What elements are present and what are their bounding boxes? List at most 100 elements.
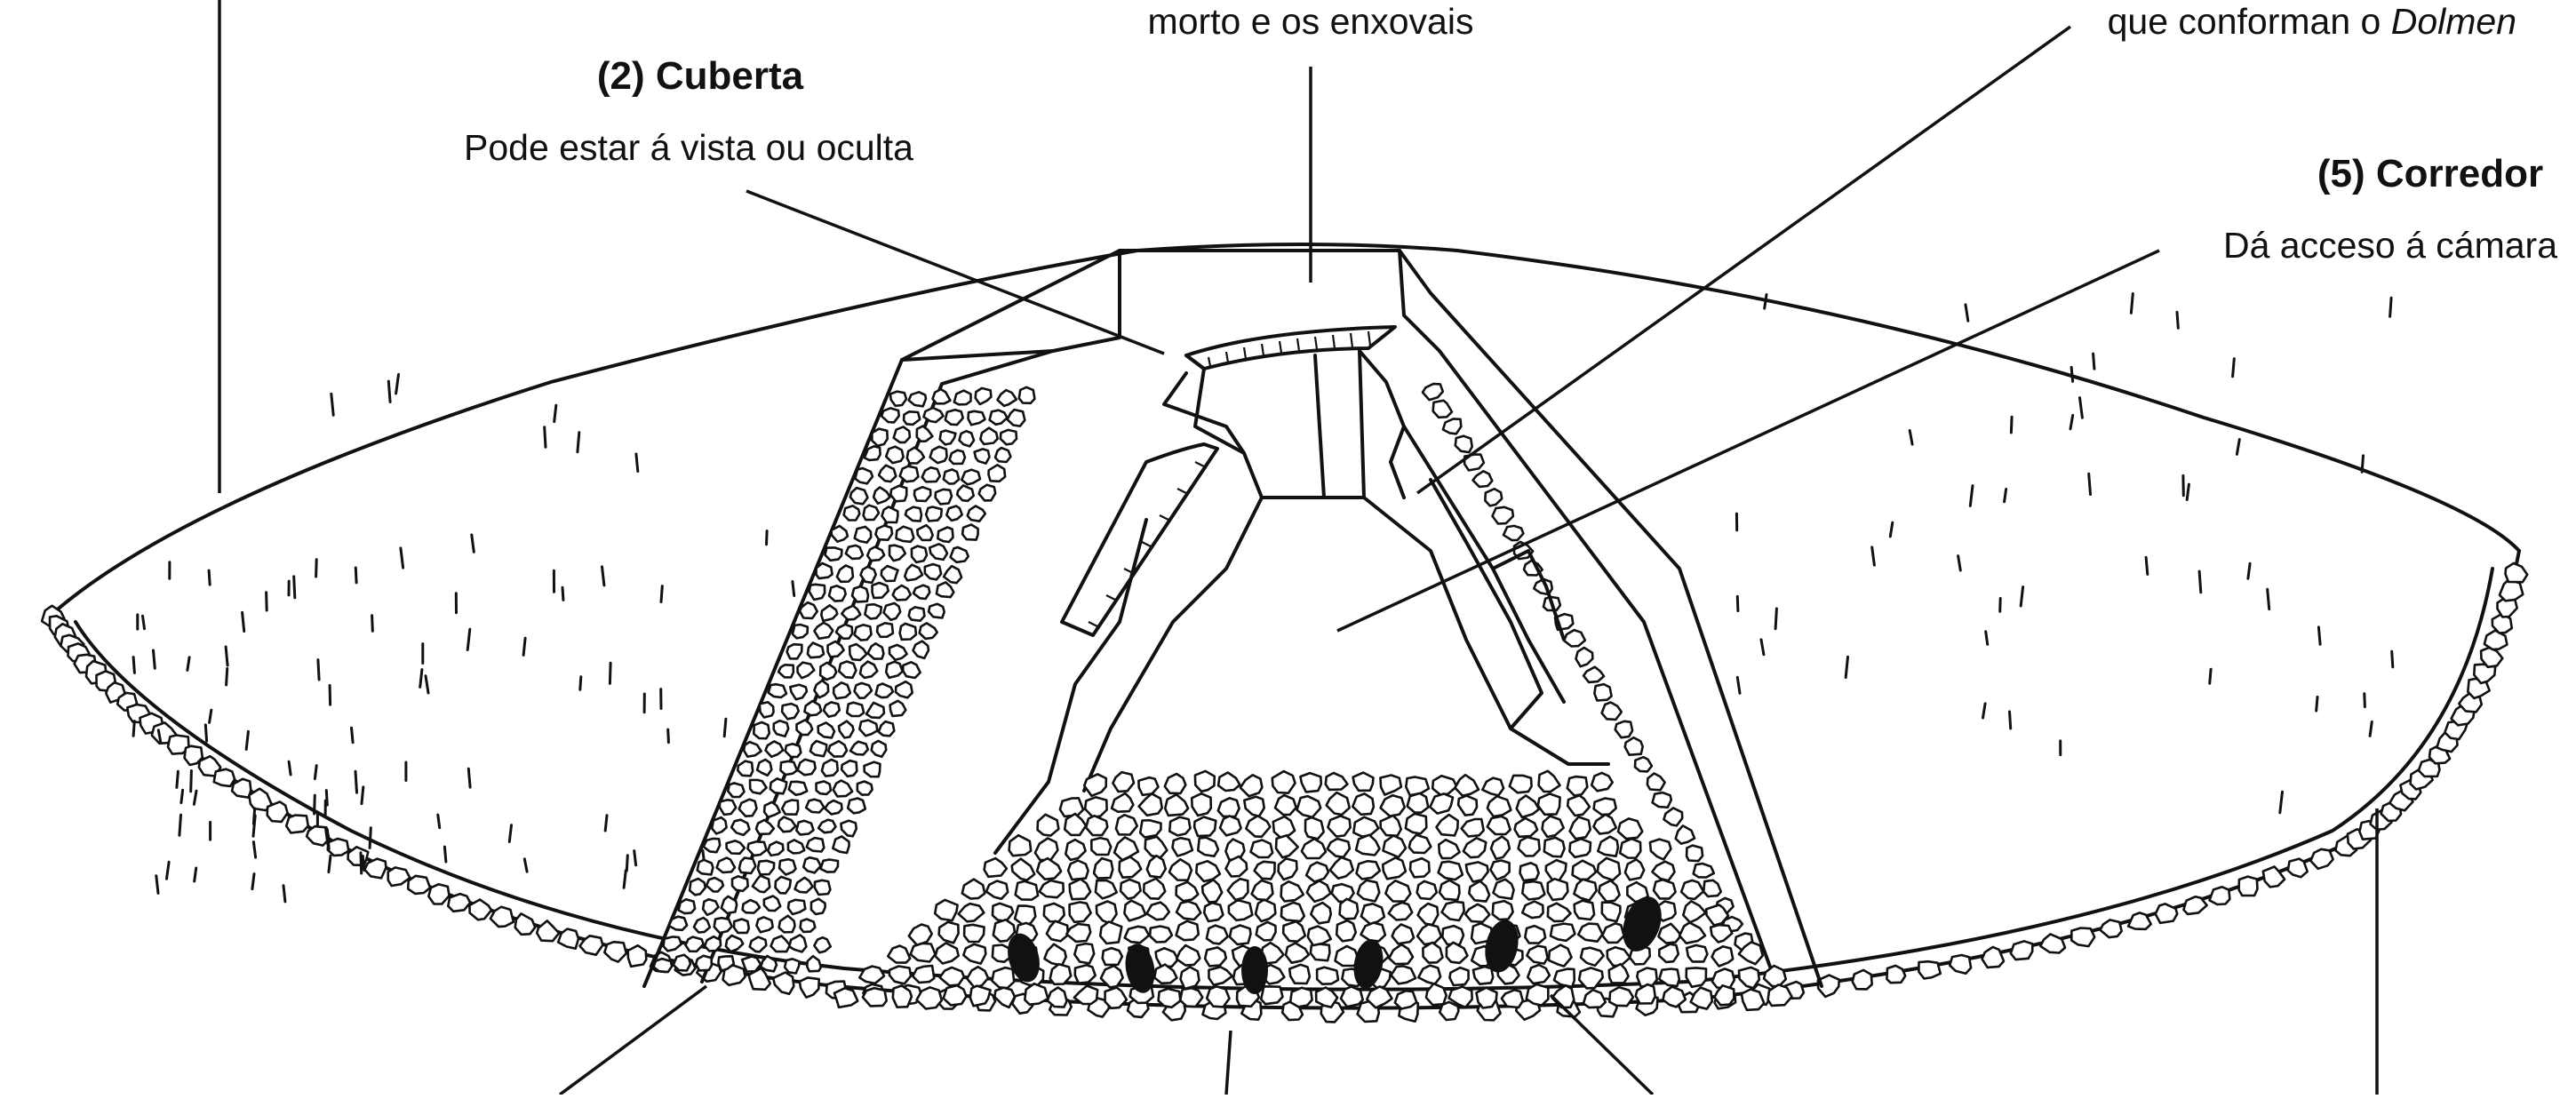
paving-stone [944, 985, 967, 1005]
paving-stone [1711, 925, 1732, 942]
paving-stone [1439, 840, 1459, 858]
paving-stone [1462, 819, 1484, 836]
paving-stone [1044, 904, 1065, 922]
grass-mark [289, 761, 291, 775]
cairn-stone [1564, 630, 1585, 646]
cairn-stone [913, 585, 929, 599]
cairn-stone [801, 920, 816, 932]
paving-stone [1625, 859, 1644, 880]
grass-mark [253, 808, 254, 824]
grass-mark [472, 535, 475, 552]
cairn-stone [1602, 703, 1622, 720]
paving-stone [1096, 880, 1117, 898]
cairn-stone [929, 604, 945, 618]
cairn-stone [1455, 436, 1472, 452]
cairn-stone [664, 936, 682, 951]
grass-mark [2392, 651, 2393, 667]
paving-stone [1124, 901, 1145, 921]
paving-stone [1341, 986, 1363, 1007]
cairn-stone [850, 488, 868, 504]
paving-stone [1525, 926, 1545, 944]
cairn-stone [734, 920, 749, 933]
ring-stone [2481, 648, 2502, 667]
cairn-stone [704, 839, 721, 852]
cairn-stone [1687, 846, 1703, 862]
paving-stone [1764, 966, 1786, 986]
paving-stone [1567, 776, 1588, 795]
grass-mark [195, 868, 196, 881]
grass-mark [283, 886, 285, 902]
paving-stone [1652, 862, 1674, 881]
paving-stone [1548, 904, 1571, 921]
grass-mark [1986, 632, 1988, 645]
paving-stone [1145, 837, 1168, 858]
cairn-stone [882, 506, 898, 522]
grass-mark [315, 766, 316, 779]
paving-stone [1609, 964, 1629, 983]
paving-stone [1510, 776, 1532, 792]
cairn-stone [817, 563, 833, 578]
paving-stone [1194, 817, 1216, 837]
cairn-stone [793, 625, 808, 638]
ring-stone [537, 920, 559, 941]
ring-stone [2288, 859, 2308, 878]
cairn-stone [940, 431, 956, 445]
grass-mark [329, 856, 331, 872]
cairn-stone [857, 782, 873, 795]
cairn-stone [912, 546, 927, 562]
grass-mark [602, 567, 604, 585]
label-corredor: (5) Corredor Dá acceso á cámara [2223, 152, 2557, 266]
paving-stone [1381, 795, 1405, 816]
paving-stone [1025, 984, 1048, 1005]
cairn-stone [976, 388, 992, 404]
grass-mark [634, 851, 636, 865]
cairn-stone [860, 662, 877, 678]
cairn-stone [924, 408, 944, 422]
grass-mark [316, 560, 317, 577]
cairn-stone [867, 547, 884, 561]
paving-stone [1066, 924, 1090, 942]
paving-stone [1455, 775, 1479, 795]
paving-stone [913, 966, 934, 983]
grass-mark [2268, 589, 2269, 609]
paving-stone [1567, 795, 1590, 816]
cairn-stone [829, 585, 846, 601]
paving-stone [993, 904, 1013, 921]
paving-stone [939, 922, 959, 944]
paving-stone [1539, 771, 1560, 792]
paving-stone [1244, 797, 1264, 816]
paving-stone [1609, 987, 1633, 1006]
paving-stone [1176, 921, 1199, 941]
grass-mark [2005, 490, 2006, 502]
paving-stone [1598, 837, 1618, 856]
cairn-stone [839, 662, 856, 678]
grass-mark [2210, 669, 2211, 683]
cairn-stone [807, 838, 825, 851]
cairn-stone [825, 547, 842, 560]
paving-stone [1302, 839, 1326, 858]
cairn-stone [897, 527, 914, 542]
cairn-stone [728, 783, 744, 797]
cairn-stone [995, 448, 1010, 462]
cairn-stone [850, 742, 868, 755]
ring-stone [2183, 896, 2206, 914]
paving-stone [1070, 880, 1091, 900]
paving-stone [1440, 880, 1460, 900]
paving-stone [1305, 817, 1324, 839]
cairn-stone [855, 683, 873, 698]
ring-stone [1853, 970, 1872, 990]
paving-stone [1317, 968, 1338, 984]
paving-stone [1207, 926, 1228, 944]
cairn-stone [669, 917, 687, 930]
grass-mark [467, 629, 470, 649]
cairn-stone [828, 641, 844, 657]
paving-stone [1140, 820, 1160, 837]
cairn-stone [872, 429, 887, 446]
paving-stone [1548, 879, 1568, 900]
cairn-stone [782, 704, 799, 719]
paving-stone [1196, 861, 1220, 881]
paving-stone [1442, 902, 1464, 920]
paving-stone [1573, 861, 1596, 880]
cairn-stone [877, 623, 893, 637]
cairn-stone [771, 936, 790, 952]
